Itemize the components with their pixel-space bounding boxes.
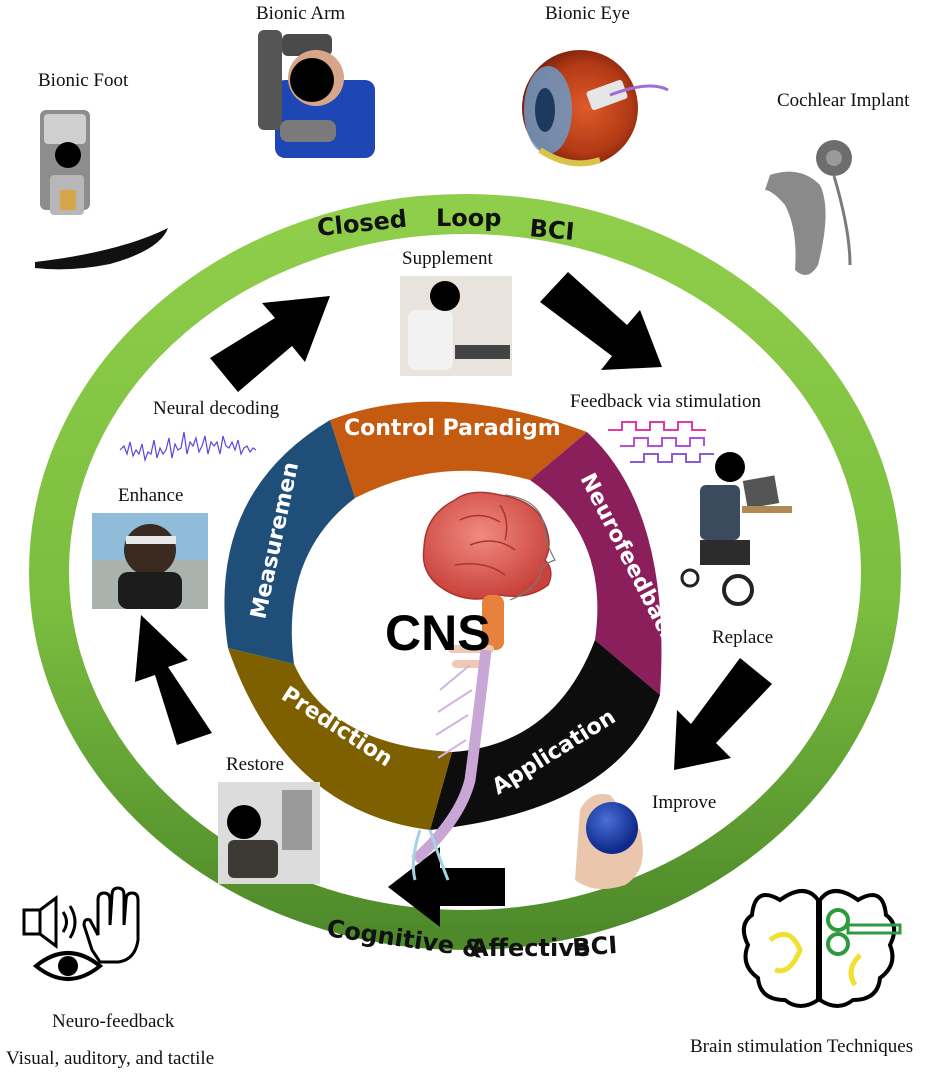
photo-restore [218, 782, 320, 884]
segment-application [430, 640, 660, 830]
inner-ring [224, 401, 662, 830]
eye-icon [32, 951, 104, 981]
label-neuro-feedback: Neuro-feedback [52, 1011, 175, 1032]
arrow-to-restore [388, 847, 505, 927]
arrow-to-improve [674, 658, 772, 770]
cochlear-implant-icon [765, 140, 852, 275]
label-bionic-arm: Bionic Arm [256, 3, 345, 24]
label-improve: Improve [652, 792, 716, 813]
neural-signal-waveform-icon [119, 431, 257, 463]
label-restore: Restore [226, 754, 284, 775]
brain-icon [422, 491, 552, 600]
neuro-feedback-icons [22, 886, 140, 981]
brain-spine-illustration [411, 491, 556, 881]
photo-enhance [92, 513, 208, 609]
label-supplement: Supplement [402, 248, 493, 269]
photo-supplement [400, 276, 512, 376]
label-bionic-foot: Bionic Foot [38, 70, 129, 91]
hand-icon [82, 886, 140, 964]
label-cochlear-implant: Cochlear Implant [777, 90, 910, 111]
segment-label-control-paradigm: Control Paradigm [344, 416, 561, 441]
arrow-to-feedback [540, 272, 662, 370]
stimulation-waveform-icon [608, 421, 714, 463]
photo-stress-ball [575, 794, 643, 889]
label-bionic-eye: Bionic Eye [545, 3, 630, 24]
segment-neurofeedback [530, 432, 662, 695]
label-brain-stimulation: Brain stimulation Techniques [690, 1036, 913, 1057]
brain-stimulation-icon [741, 889, 902, 1008]
outer-ring [29, 194, 901, 950]
ring-word-bci-top: BCI [528, 214, 575, 246]
label-feedback-via-stimulation: Feedback via stimulation [570, 391, 762, 412]
arrow-to-enhance [135, 615, 212, 745]
brainstem-icon [482, 595, 504, 650]
segment-measurement [224, 420, 355, 664]
arrow-to-supplement [210, 296, 330, 392]
segment-control-paradigm [330, 401, 587, 498]
bionic-eye-icon [522, 50, 669, 167]
photo-wheelchair [680, 452, 798, 610]
bionic-arm-icon [258, 30, 375, 158]
label-enhance: Enhance [118, 485, 183, 506]
ring-word-loop: Loop [436, 204, 501, 232]
label-neural-decoding: Neural decoding [153, 398, 280, 419]
ring-word-affective: Affective [470, 934, 590, 962]
head-outline [504, 494, 556, 601]
label-replace: Replace [712, 627, 773, 648]
bionic-foot-icon [35, 110, 168, 270]
label-modalities: Visual, auditory, and tactile [6, 1048, 214, 1069]
center-label-cns: CNS [385, 605, 491, 661]
segment-prediction [228, 648, 452, 830]
spinal-cord-icon [411, 649, 492, 865]
ring-word-bci-bottom: BCI [571, 931, 618, 962]
speaker-icon [22, 908, 42, 936]
